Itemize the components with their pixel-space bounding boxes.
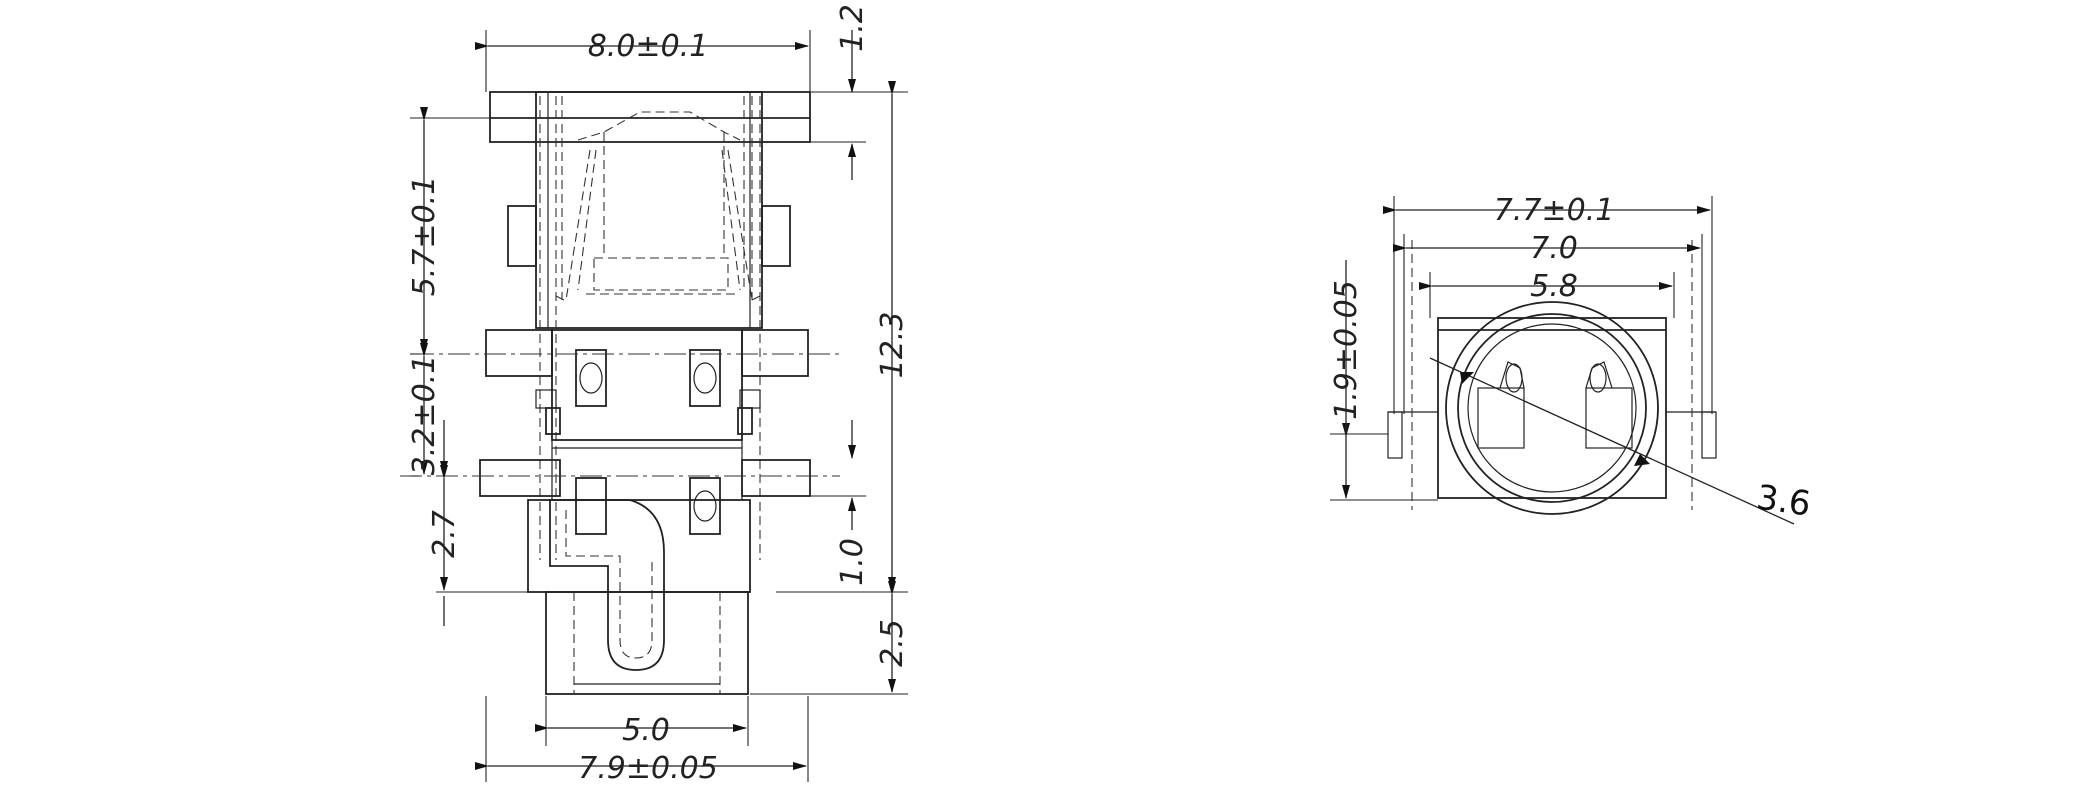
front-dimension-labels: 8.0±0.1 7.9±0.05 5.0 12.3 2.5 1.2 1.0 5.… (407, 4, 910, 786)
front-centerlines (400, 353, 840, 477)
dim-middle-section: 3.2±0.1 (407, 355, 442, 476)
dim-pin-offset: 1.0 (835, 538, 870, 586)
dim-upper-section: 5.7±0.1 (407, 176, 442, 297)
dim-height-offset: 1.9±0.05 (1329, 280, 1364, 420)
side-body-outline (1387, 240, 1717, 510)
side-opening (1445, 301, 1659, 515)
front-extension-lines (410, 30, 908, 782)
upper-body-outline (507, 91, 791, 329)
dim-tab-height: 1.2 (835, 4, 870, 52)
middle-section-outline (485, 329, 809, 441)
dim-width-inner: 5.0 (622, 713, 670, 748)
dim-body-width: 7.0 (1530, 231, 1578, 266)
dim-width-top: 8.0±0.1 (588, 29, 709, 64)
side-dimension-lines (1342, 206, 1711, 499)
internal-contact-spring (539, 96, 761, 560)
dim-bottom-extension: 2.5 (875, 619, 910, 667)
dim-outer-width: 7.7±0.1 (1494, 193, 1615, 228)
side-extension-lines (1330, 196, 1713, 501)
dim-opening-width: 5.8 (1530, 269, 1578, 304)
side-view: 7.7±0.1 7.0 5.8 1.9±0.05 3.6 (1329, 193, 1813, 525)
dim-lower-section: 2.7 (427, 510, 462, 558)
diameter-leader (1429, 357, 1795, 525)
dim-diameter: 3.6 (1754, 478, 1813, 525)
dim-height-total: 12.3 (875, 312, 910, 379)
dim-width-bottom: 7.9±0.05 (578, 751, 718, 786)
l-shaped-pin (549, 499, 665, 671)
bottom-extension-outline (545, 591, 749, 695)
front-dimension-lines (420, 30, 896, 770)
side-dimension-labels: 7.7±0.1 7.0 5.8 1.9±0.05 3.6 (1329, 193, 1813, 525)
front-view: 8.0±0.1 7.9±0.05 5.0 12.3 2.5 1.2 1.0 5.… (400, 4, 910, 786)
